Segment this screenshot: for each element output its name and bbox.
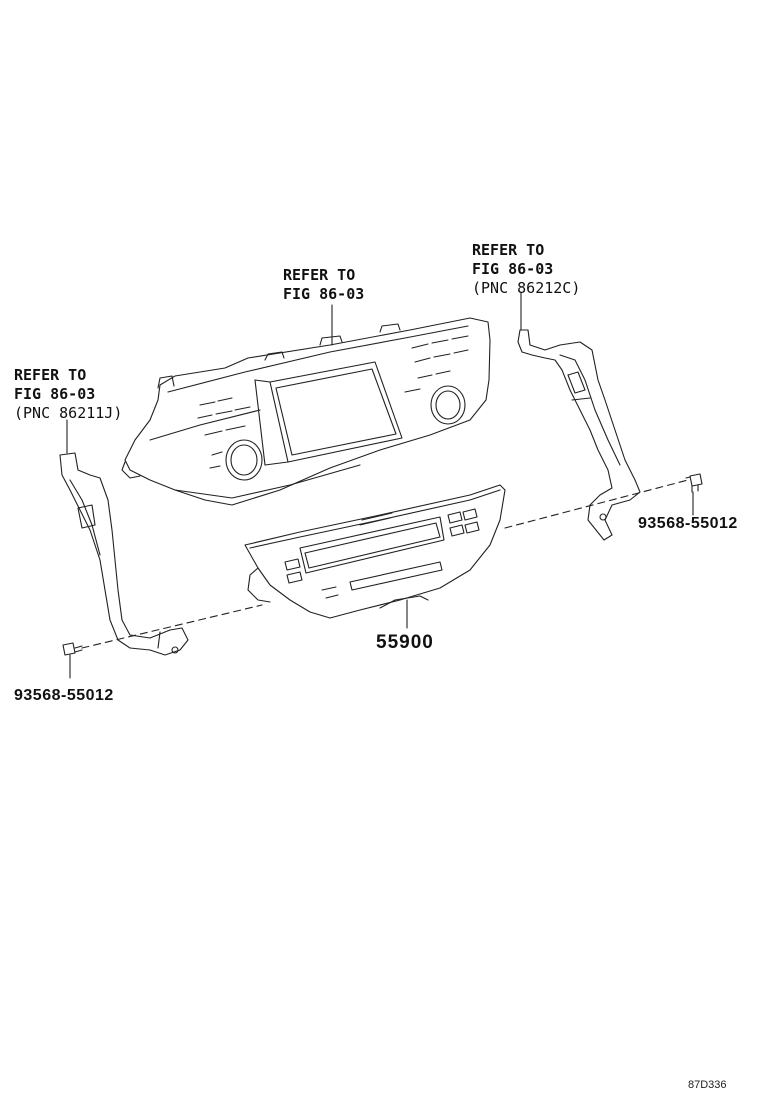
leader-lines bbox=[66, 292, 694, 679]
callout-left: REFER TO FIG 86-03 (PNC 86211J) bbox=[14, 366, 122, 423]
installation-lines bbox=[81, 479, 689, 649]
radio-display-panel bbox=[121, 317, 491, 506]
callout-left-line3: (PNC 86211J) bbox=[14, 404, 123, 422]
part-number-screw-right: 93568-55012 bbox=[638, 515, 738, 532]
callout-left-line1: REFER TO bbox=[14, 366, 87, 384]
part-number-control-panel: 55900 bbox=[376, 632, 434, 653]
callout-top-right-line3: (PNC 86212C) bbox=[472, 279, 581, 297]
part-number-screw-left: 93568-55012 bbox=[14, 687, 114, 704]
screw-left bbox=[62, 642, 83, 656]
screw-right bbox=[685, 473, 703, 493]
left-bracket bbox=[59, 452, 189, 656]
callout-top-right-line2: FIG 86-03 bbox=[472, 260, 554, 278]
callout-top-center: REFER TO FIG 86-03 bbox=[283, 266, 364, 304]
right-bracket bbox=[517, 329, 641, 541]
callout-top-center-line1: REFER TO bbox=[283, 266, 356, 284]
callout-top-right-line1: REFER TO bbox=[472, 241, 545, 259]
callout-top-right: REFER TO FIG 86-03 (PNC 86212C) bbox=[472, 241, 580, 298]
callout-top-center-line2: FIG 86-03 bbox=[283, 285, 365, 303]
figure-id: 87D336 bbox=[688, 1079, 727, 1091]
callout-left-line2: FIG 86-03 bbox=[14, 385, 96, 403]
climate-control-panel bbox=[244, 484, 506, 619]
